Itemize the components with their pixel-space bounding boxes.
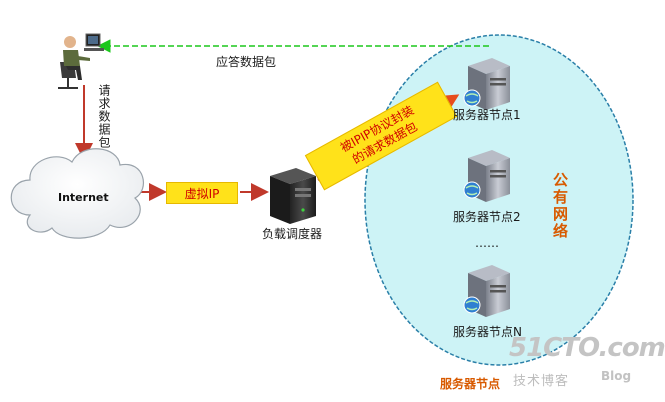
server-n-icon [463,265,510,317]
internet-cloud [10,148,144,239]
response-packet-label: 应答数据包 [216,55,277,69]
server-1-label: 服务器节点1 [453,108,521,122]
diagram-canvas: 应答数据包 请求数据包 Internet 虚拟IP 负载调度器 被IPIP协议封… [10,33,665,391]
server-2-label: 服务器节点2 [453,210,521,224]
server-cluster-caption: 服务器节点 [440,377,501,391]
ellipsis-label: …… [475,236,499,250]
public-network-label: 公有网络 [551,172,569,240]
user-workstation-icon [58,33,104,89]
load-balancer-label: 负载调度器 [262,227,323,241]
watermark-subtitle: 技术博客 [513,374,570,389]
request-packet-label: 请求数据包 [97,84,111,149]
internet-label: Internet [58,191,109,204]
watermark-site: 51CTO.com [509,333,665,363]
server-2-icon [463,150,510,202]
virtual-ip-tag: 虚拟IP [166,182,238,204]
virtual-ip-label: 虚拟IP [184,186,220,201]
server-n-label: 服务器节点N [453,325,522,339]
load-balancer-icon [270,168,316,224]
watermark-blog: Blog [601,369,632,383]
server-1-icon [463,58,510,110]
